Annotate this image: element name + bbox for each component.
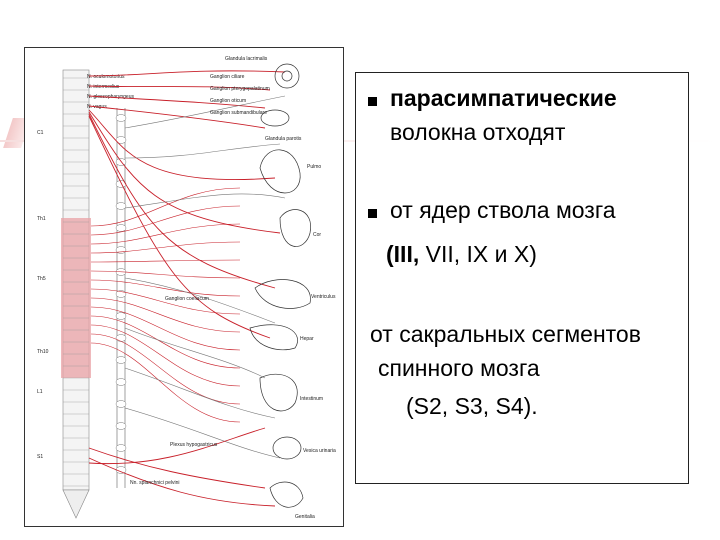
- label-intermedius: N. intermedius: [87, 84, 120, 90]
- item2-line2-rest: VII, IX и X): [419, 241, 537, 267]
- item3-line2: спинного мозга: [378, 355, 540, 381]
- label-parotis: Glandula parotis: [265, 136, 302, 142]
- label-s1: S1: [37, 454, 43, 460]
- bladder-organ: [272, 436, 302, 460]
- segment-labels: C1 Th1 Th5 Th10 L1 S1: [37, 130, 49, 460]
- eye-organ: [274, 63, 300, 89]
- gland-organ: [260, 109, 290, 127]
- label-genitalia: Genitalia: [295, 514, 315, 520]
- item2-line2-bold: (III,: [386, 241, 420, 267]
- label-c1: C1: [37, 130, 44, 136]
- organ-labels: Glandula lacrimalis Glandula parotis Pul…: [225, 56, 336, 520]
- label-l1: L1: [37, 389, 43, 395]
- label-g-ciliare: Ganglion ciliare: [210, 74, 245, 80]
- label-intestinum: Intestinum: [300, 396, 323, 402]
- item2-line2: (III, VII, IX и X): [386, 241, 537, 269]
- item1-line2: волокна отходят: [390, 119, 566, 145]
- label-plexus-hypogastricus: Plexus hypogastricus: [170, 442, 218, 448]
- genitalia-organ: [269, 481, 304, 508]
- bullet-2: [368, 209, 377, 218]
- label-lacrimal: Glandula lacrimalis: [225, 56, 268, 62]
- label-ventriculus: Ventriculus: [311, 294, 336, 300]
- text-panel: парасимпатические волокна отходят от яде…: [355, 72, 689, 484]
- label-g-submandibulare: Ganglion submandibulare: [210, 110, 267, 116]
- liver-organ: [249, 324, 298, 351]
- organs: [249, 63, 311, 508]
- sympathetic-fibers: [124, 95, 286, 459]
- label-g-pterygopalatinum: Ganglion pterygopalatinum: [210, 86, 270, 92]
- label-nn-splanchnici-pelvini: Nn. splanchnici pelvini: [130, 480, 179, 486]
- heart-organ: [279, 209, 311, 247]
- intestine-organ: [259, 373, 298, 412]
- spinal-cord: [61, 69, 91, 519]
- sacral-parasympathetic-fibers: [88, 427, 276, 507]
- label-pulmo: Pulmo: [307, 164, 321, 170]
- diagram-svg: N. oculomotorius N. intermedius N. gloss…: [37, 56, 336, 520]
- lungs-organ: [259, 149, 301, 194]
- label-g-coeliacum: Ganglion coeliacum: [165, 296, 209, 302]
- cranial-nerve-labels: N. oculomotorius N. intermedius N. gloss…: [87, 74, 134, 110]
- label-g-oticum: Ganglion oticum: [210, 98, 246, 104]
- label-th1: Th1: [37, 216, 46, 222]
- label-oculomotorius: N. oculomotorius: [87, 74, 125, 80]
- item1-line1: парасимпатические: [390, 85, 617, 111]
- autonomic-nervous-system-diagram: N. oculomotorius N. intermedius N. gloss…: [24, 47, 344, 527]
- item3-line3: (S2, S3, S4).: [406, 393, 538, 419]
- bullet-1: [368, 97, 377, 106]
- label-vesica: Vesica urinaria: [303, 448, 336, 454]
- item3-line1: от сакральных сегментов: [370, 321, 641, 347]
- ganglion-labels: Ganglion ciliare Ganglion pterygopalatin…: [130, 74, 270, 486]
- stomach-organ: [254, 279, 311, 309]
- item2-line1: от ядер ствола мозга: [390, 197, 616, 223]
- cranial-parasympathetic-fibers: [88, 70, 286, 339]
- label-cor: Cor: [313, 232, 321, 238]
- label-hepar: Hepar: [300, 336, 314, 342]
- label-th5: Th5: [37, 276, 46, 282]
- label-th10: Th10: [37, 349, 49, 355]
- thoracic-fibers: [90, 187, 241, 423]
